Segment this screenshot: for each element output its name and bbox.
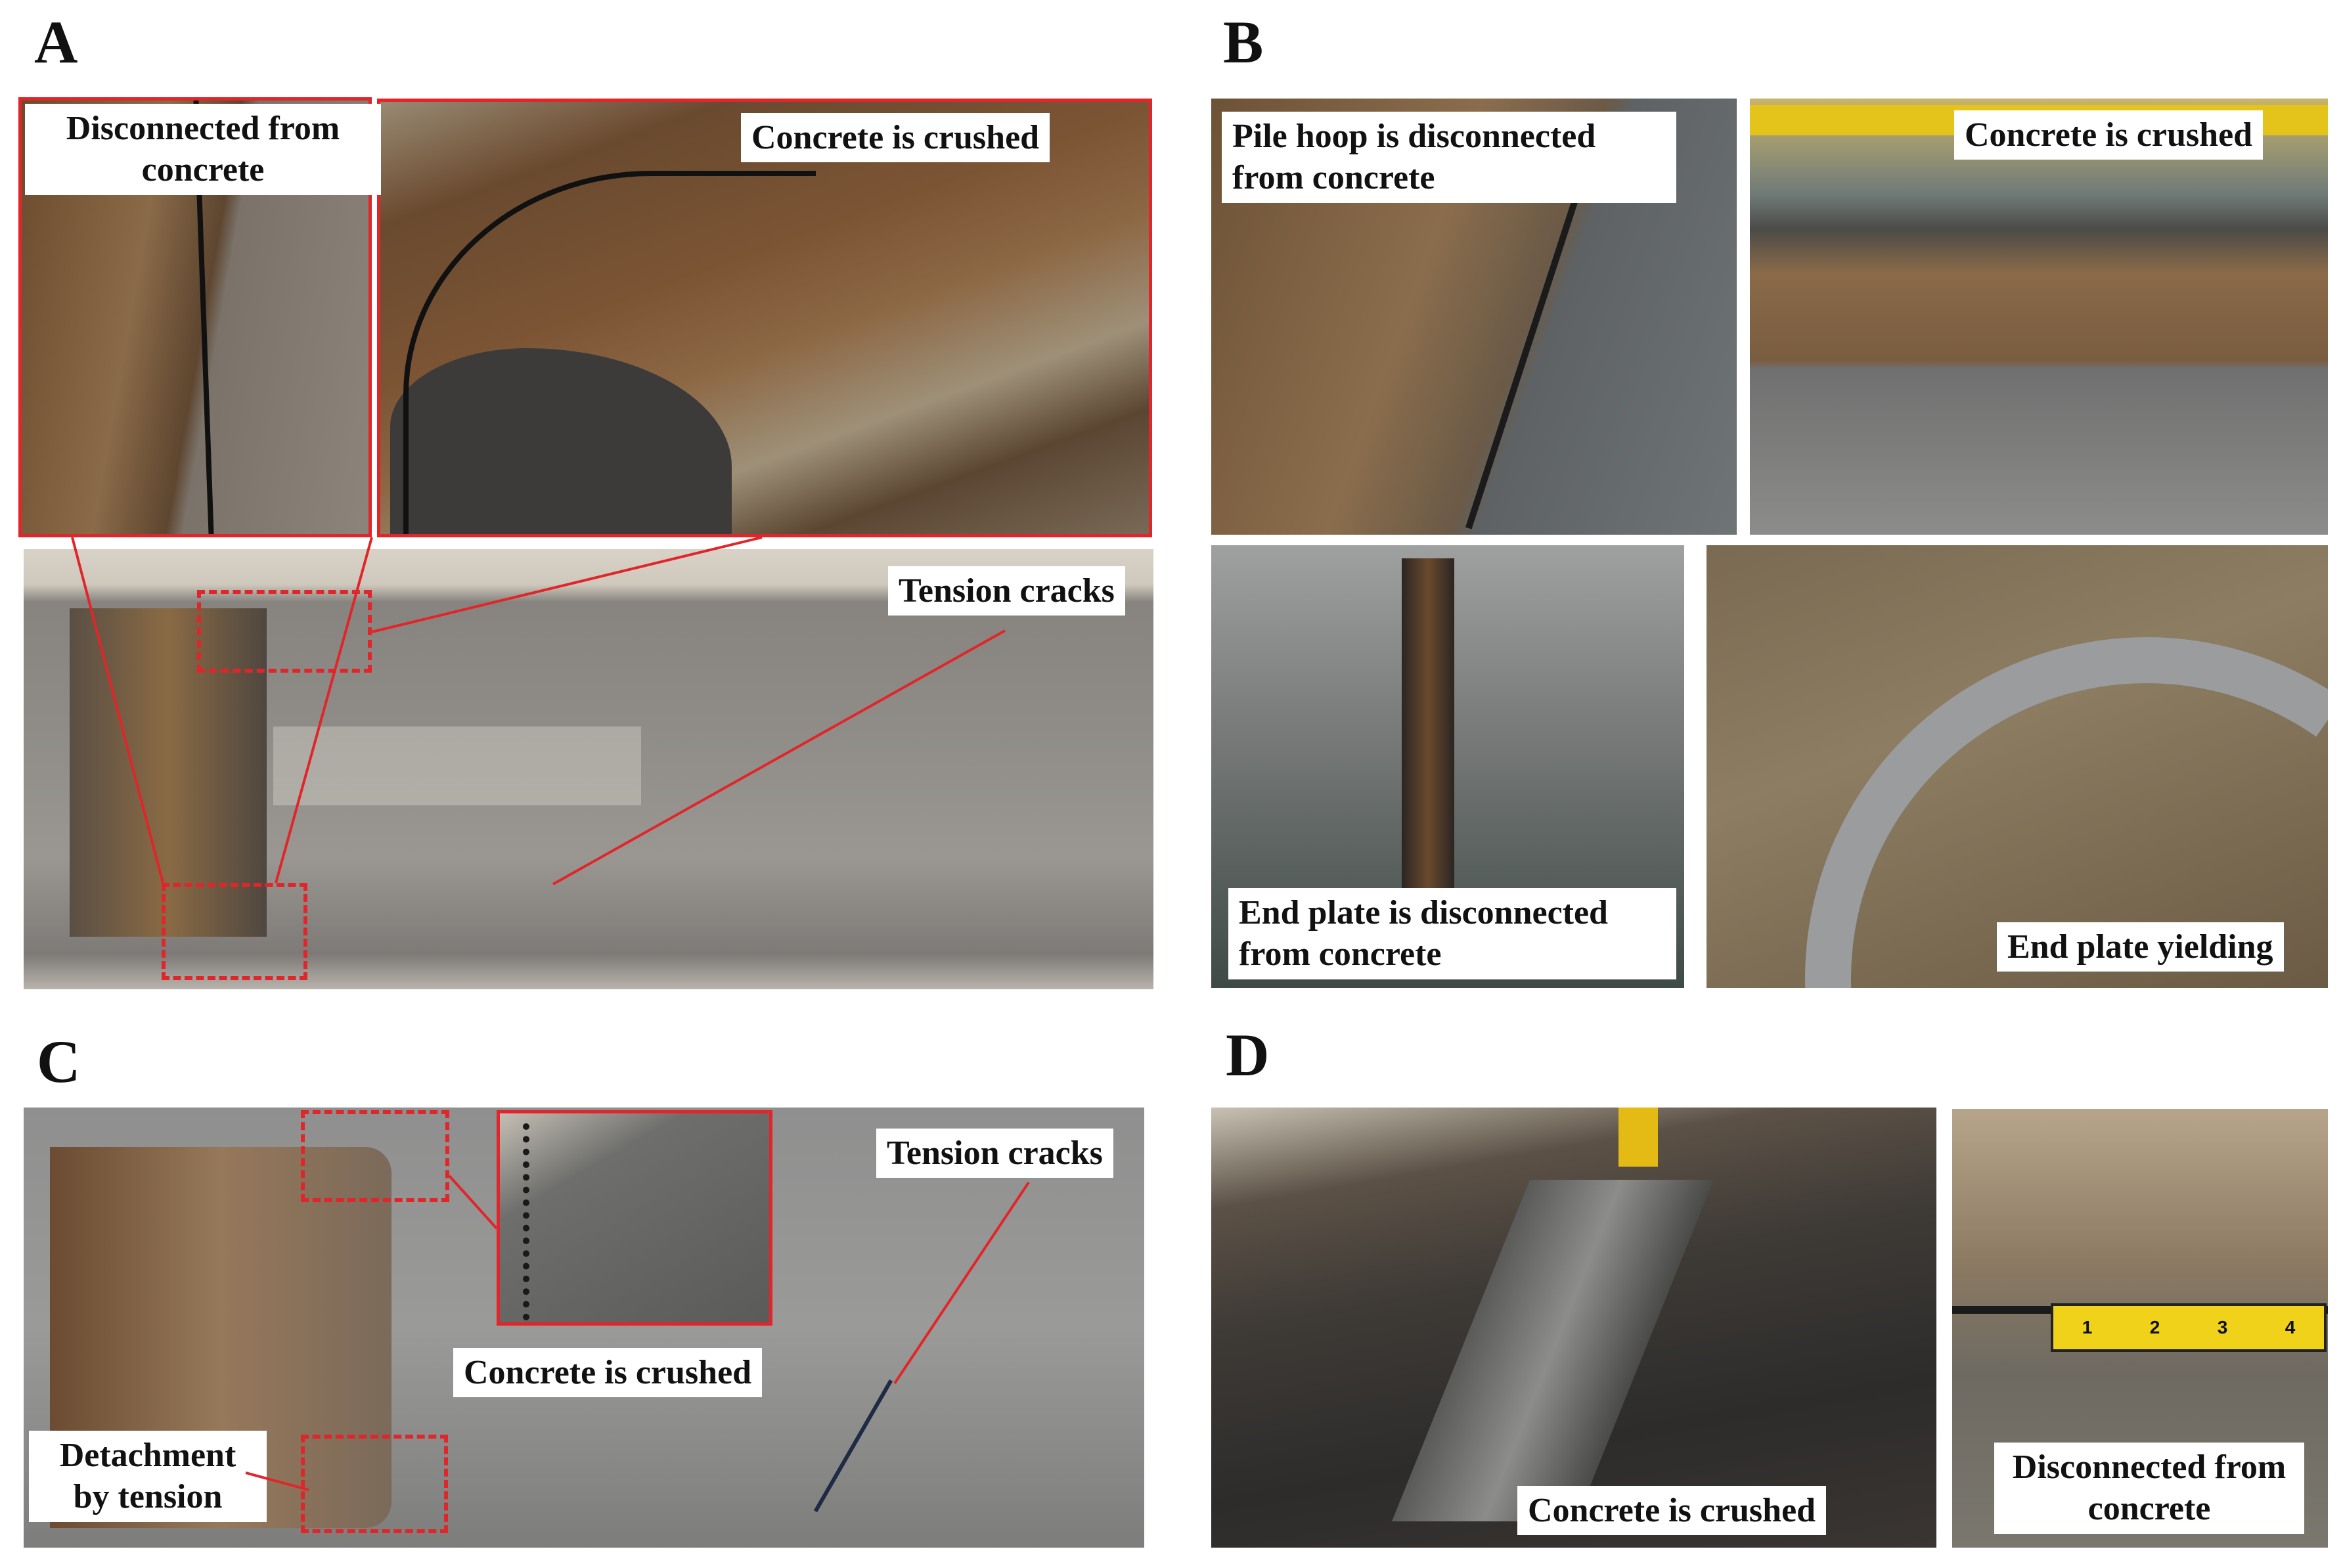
tape-measure: 1 2 3 4	[2051, 1303, 2327, 1352]
panel-a-dashed-box-top	[197, 590, 372, 673]
panel-b-label-end-plate-disconnected: End plate is disconnected from concrete	[1228, 888, 1676, 979]
panel-c-inset-frame	[497, 1110, 772, 1326]
panel-a-letter: A	[34, 9, 78, 76]
hoop-gap-line	[1465, 177, 1586, 529]
tape-tick-3: 3	[2217, 1317, 2228, 1337]
panel-d-crushed-photo	[1211, 1108, 1936, 1548]
end-plate-weld-seam	[1402, 558, 1454, 900]
panel-b-label-end-plate-yielding: End plate yielding	[1997, 922, 2284, 972]
panel-c-label-crushed: Concrete is crushed	[453, 1348, 763, 1398]
tape-tick-2: 2	[2149, 1317, 2160, 1337]
tape-tick-4: 4	[2285, 1317, 2296, 1337]
panel-a-dashed-box-bottom	[162, 883, 307, 980]
panel-a-inset-crushed-photo	[377, 99, 1152, 537]
panel-c-label-tension: Tension cracks	[876, 1129, 1113, 1178]
crushed-zone	[1391, 1180, 1714, 1521]
panel-d-letter: D	[1226, 1021, 1270, 1088]
panel-a-inset-left-frame	[18, 97, 372, 537]
chain	[523, 1123, 549, 1320]
panel-b-label-crushed: Concrete is crushed	[1954, 110, 2264, 160]
panel-a-label-crushed: Concrete is crushed	[741, 113, 1050, 163]
tension-crack	[813, 1379, 893, 1513]
panel-b-letter: B	[1223, 9, 1264, 76]
panel-a-inset-right-frame	[377, 99, 1152, 537]
panel-c-label-detachment: Detachment by tension	[29, 1431, 267, 1522]
tape-tick-1: 1	[2082, 1317, 2093, 1337]
panel-c-inset-photo	[497, 1110, 772, 1326]
panel-c-dashed-box-top	[301, 1110, 449, 1202]
panel-c-letter: C	[37, 1028, 81, 1095]
panel-a-label-tension: Tension cracks	[888, 566, 1125, 616]
panel-c-dashed-box-bottom	[301, 1435, 448, 1533]
panel-a-label-disconnected: Disconnected from concrete	[25, 104, 381, 195]
yellow-column	[1618, 1108, 1658, 1167]
pile-light-reflection	[273, 727, 641, 805]
panel-d-label-crushed: Concrete is crushed	[1517, 1486, 1827, 1536]
panel-b-label-pile-hoop: Pile hoop is disconnected from concrete	[1222, 112, 1676, 203]
panel-b-crushed-photo	[1750, 99, 2328, 535]
panel-b-end-plate-yielding-photo	[1707, 545, 2328, 988]
panel-d-label-disconnected: Disconnected from concrete	[1994, 1443, 2304, 1534]
